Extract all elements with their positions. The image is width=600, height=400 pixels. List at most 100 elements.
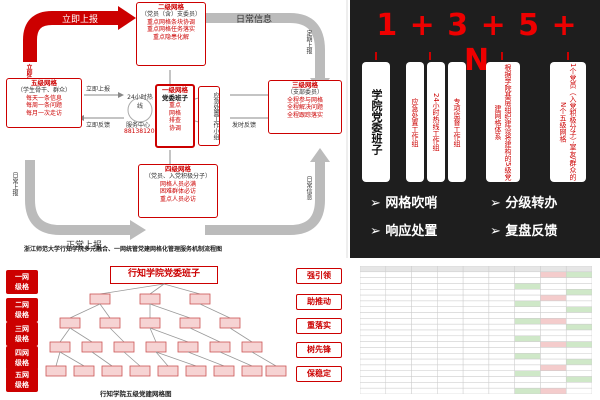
- service-phone: 88138120: [124, 128, 155, 135]
- level3-subtitle: （支部委员）: [286, 89, 323, 97]
- table-cell: [565, 300, 592, 307]
- org-role: 助推动: [296, 294, 342, 310]
- org-connector: [91, 351, 113, 367]
- formula-bullet: ➢ 分级转办: [490, 196, 558, 211]
- table-cell: [540, 312, 567, 319]
- level1-line: 协调: [168, 124, 181, 132]
- table-cell: [488, 289, 515, 296]
- table-cell: [437, 370, 464, 377]
- org-node: [99, 317, 121, 329]
- table-cell: [437, 387, 464, 394]
- table-cell: [411, 353, 438, 360]
- table-cell: [411, 382, 438, 389]
- table-cell: [462, 312, 490, 319]
- org-connector: [149, 327, 157, 343]
- org-connector: [59, 327, 71, 343]
- table-cell: [514, 294, 541, 302]
- table-cell: [462, 370, 490, 377]
- org-node: [177, 341, 199, 353]
- org-node: [139, 293, 161, 305]
- level4-title: 四级网格: [165, 165, 191, 173]
- flow-arrows: [23, 6, 330, 240]
- table-cell: [488, 387, 515, 394]
- level4-subtitle: （党员、入党积极分子）: [144, 173, 211, 181]
- formula-box-n-grids: 1个党员（入党积极分子）·室友/群众的N个五级网格: [550, 62, 586, 182]
- level5-line: 每周一条问题: [25, 102, 62, 110]
- table-cell: [462, 300, 490, 307]
- org-node: [157, 365, 179, 377]
- table-cell: [514, 306, 541, 313]
- flow-caption: 浙江师范大学行知学院多元融合、一网统管党建网格化管理服务机制流程图: [24, 246, 223, 253]
- table-cell: [385, 266, 412, 273]
- org-tree: [45, 283, 287, 377]
- table-cell: [437, 347, 464, 354]
- table-cell: [385, 329, 412, 337]
- table-cell: [462, 306, 490, 313]
- table-cell: [565, 382, 592, 389]
- table-cell: [360, 306, 387, 313]
- table-cell: [565, 277, 592, 284]
- table-cell: [488, 283, 515, 290]
- table-cell: [488, 300, 515, 307]
- table-cell: [514, 312, 541, 319]
- level3-line: 全程跟踪落实: [286, 111, 323, 119]
- table-cell: [385, 294, 412, 302]
- table-cell: [462, 341, 490, 348]
- table-cell: [385, 353, 412, 360]
- org-node: [81, 341, 103, 353]
- formula-box-hotline: 24小时热线工作组: [427, 62, 445, 182]
- org-connector: [69, 303, 101, 319]
- table-cell: [437, 335, 464, 342]
- table-cell: [540, 364, 567, 371]
- table-cell: [462, 364, 490, 371]
- table-cell: [565, 266, 592, 273]
- table-cell: [462, 277, 490, 284]
- table-cell: [385, 323, 412, 331]
- org-node: [241, 365, 263, 377]
- org-role: 树先锋: [296, 342, 342, 358]
- table-cell: [540, 283, 567, 290]
- table-cell: [437, 306, 464, 313]
- table-cell: [462, 376, 490, 383]
- formula-connectors: [375, 52, 569, 60]
- org-level-4: 四网 级格: [6, 346, 38, 370]
- table-cell: [514, 358, 541, 366]
- level4-line: 重点人员必访: [159, 195, 196, 203]
- level2-box: 二级网格 （党员（含）支委员） 重点网格条块协调 重点网格任务落实 重点隐患化解: [136, 2, 206, 66]
- level3-box: 三级网格 （支部委员） 全程参与网格 全程解决问题 全程跟踪落实: [268, 80, 342, 134]
- table-cell: [462, 289, 490, 296]
- table-cell: [360, 271, 387, 278]
- table-cell: [437, 353, 464, 360]
- table-cell: [360, 387, 387, 394]
- left-vertical-label: 日常上报: [11, 172, 18, 196]
- table-cell: [514, 353, 541, 360]
- org-connector: [187, 351, 225, 367]
- org-connector: [199, 303, 231, 319]
- table-cell: [540, 382, 567, 389]
- table-cell: [360, 376, 387, 383]
- service-center-label: 服务中心: [126, 122, 151, 129]
- level4-box: 四级网格 （党员、入党积极分子） 网格人员必满 困难群体必访 重点人员必访: [138, 164, 218, 218]
- table-cell: [488, 329, 515, 337]
- table-cell: [437, 300, 464, 307]
- table-cell: [360, 347, 387, 354]
- table-cell: [488, 376, 515, 383]
- formula-box-supervision: 专项监督工作组: [448, 62, 466, 182]
- table-cell: [514, 376, 541, 383]
- org-node: [219, 317, 241, 329]
- table-cell: [540, 318, 567, 325]
- table-cell: [462, 335, 490, 342]
- org-connector: [123, 351, 141, 367]
- org-connector: [219, 351, 253, 367]
- table-cell: [565, 323, 592, 331]
- table-cell: [488, 364, 515, 371]
- table-cell: [411, 387, 438, 394]
- level1-name: 党委班子: [162, 94, 188, 103]
- table-cell: [411, 294, 438, 302]
- level3-line: 全程解决问题: [286, 104, 323, 112]
- top-arrow-label: 立即上报: [62, 15, 99, 25]
- org-node: [101, 365, 123, 377]
- table-cell: [385, 370, 412, 377]
- table-cell: [514, 364, 541, 371]
- formula-bullet: ➢ 网格吹哨: [370, 196, 438, 211]
